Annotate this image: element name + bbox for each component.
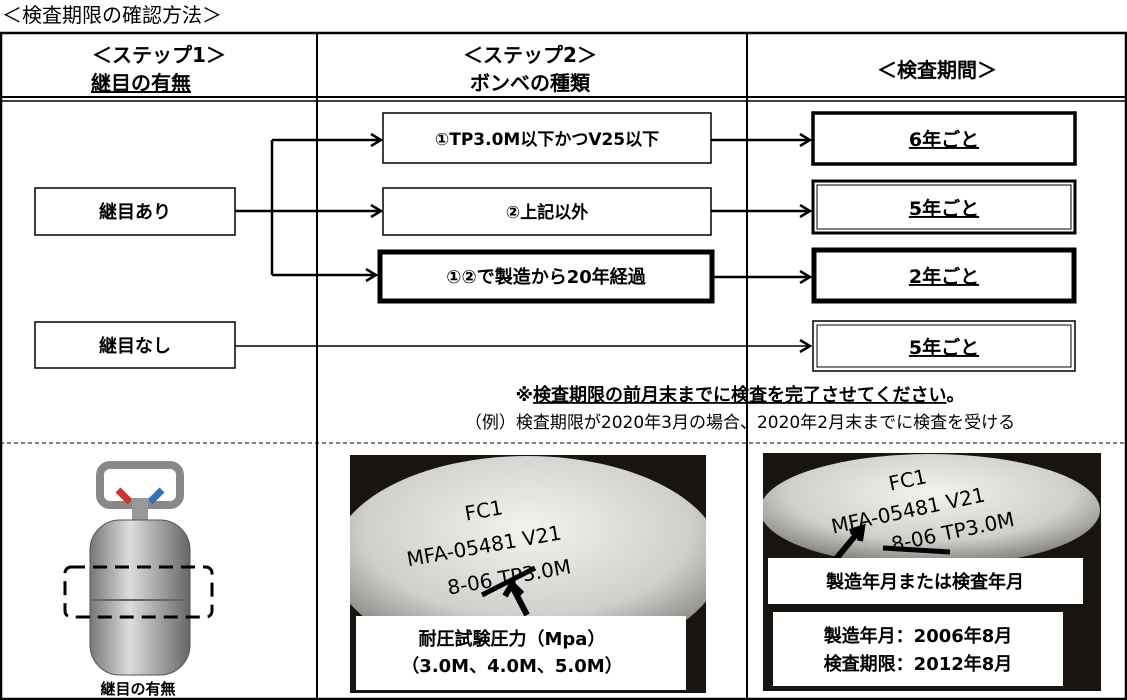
svg-text:6年ごと: 6年ごと (909, 128, 979, 151)
type-box-1: ①TP3.0M以下かつV25以下 (382, 112, 712, 164)
header-step2: ＜ステップ2＞ (463, 43, 597, 67)
svg-text:①②で製造から20年経過: ①②で製造から20年経過 (446, 266, 647, 288)
svg-text:（3.0M、4.0M、5.0M）: （3.0M、4.0M、5.0M） (401, 656, 622, 677)
svg-text:継目あり: 継目あり (99, 201, 171, 223)
type-box-2: ②上記以外 (382, 187, 712, 236)
period-box-5y-no-seam: 5年ごと (812, 320, 1076, 372)
svg-text:2年ごと: 2年ごと (909, 265, 979, 288)
cylinder-caption: 継目の有無 (100, 680, 175, 698)
page-title: ＜検査期限の確認方法＞ (2, 3, 222, 27)
period-box-6y: 6年ごと (811, 111, 1077, 166)
seam-yes-box: 継目あり (34, 187, 236, 236)
svg-text:5年ごと: 5年ごと (909, 336, 979, 359)
svg-text:検査期限：2012年8月: 検査期限：2012年8月 (824, 653, 1013, 675)
header-step1: ＜ステップ1＞ (92, 43, 226, 67)
example-note: （例）検査期限が2020年3月の場合、2020年2月末までに検査を受ける (465, 413, 1015, 433)
deadline-note: ※検査期限の前月末までに検査を完了させてください。 (516, 384, 965, 406)
svg-text:継目なし: 継目なし (99, 335, 171, 357)
svg-text:製造年月：2006年8月: 製造年月：2006年8月 (823, 625, 1013, 647)
header-step2-subtitle: ボンベの種類 (470, 71, 591, 95)
svg-text:①TP3.0M以下かつV25以下: ①TP3.0M以下かつV25以下 (435, 130, 659, 150)
table-frame (0, 31, 1127, 700)
seam-no-box: 継目なし (34, 321, 236, 369)
header-step1-subtitle: 継目の有無 (91, 71, 191, 95)
svg-text:耐圧試験圧力（Mpa）: 耐圧試験圧力（Mpa） (419, 628, 606, 650)
header-period: ＜検査期間＞ (877, 58, 997, 82)
period-box-5y: 5年ごと (811, 179, 1077, 235)
svg-text:②上記以外: ②上記以外 (506, 202, 588, 223)
gas-cylinder-illustration: 継目の有無 (63, 461, 214, 698)
period-box-2y: 2年ごと (811, 247, 1077, 304)
type-box-20years: ①②で製造から20年経過 (377, 249, 715, 304)
svg-text:5年ごと: 5年ごと (909, 197, 979, 220)
stamp-photo-date: FC1 MFA-05481 V21 8-06 TP3.0M 製造年月または検査年… (763, 453, 1101, 691)
svg-text:製造年月または検査年月: 製造年月または検査年月 (825, 571, 1024, 593)
stamp-photo-pressure: FC1 MFA-05481 V21 8-06 TP3.0M 耐圧試験圧力（Mpa… (350, 455, 706, 693)
flow-arrows (235, 140, 810, 346)
